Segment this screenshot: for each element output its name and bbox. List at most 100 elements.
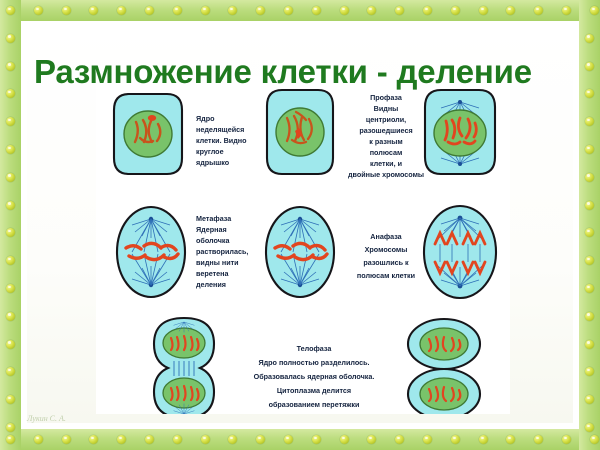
svg-text:Видны: Видны (374, 104, 399, 113)
border-bead-top (450, 6, 460, 15)
svg-text:полюсам: полюсам (370, 148, 403, 157)
svg-text:Ядро полностью разделилось.: Ядро полностью разделилось. (258, 358, 369, 367)
border-bead-bottom (534, 435, 544, 444)
border-bead-top (200, 6, 210, 15)
border-bead-bottom (395, 435, 405, 444)
svg-text:круглое: круглое (196, 147, 224, 156)
border-bead-bottom (200, 435, 210, 444)
svg-text:разошедшиеся: разошедшиеся (359, 126, 412, 135)
border-bead-top (311, 6, 321, 15)
border-bead-top (89, 6, 99, 15)
border-bead-top (284, 6, 293, 15)
border-bead-right (585, 172, 594, 182)
svg-text:видны нити: видны нити (196, 258, 239, 267)
border-bead-right (585, 311, 594, 321)
border-bead-bottom (284, 435, 293, 444)
border-bead-bottom (61, 435, 71, 444)
svg-text:Цитоплазма делится: Цитоплазма делится (277, 386, 351, 395)
caption-anaphase: Анафаза Хромосомы разошлись к полюсам кл… (357, 232, 415, 280)
border-bead-bottom (6, 435, 15, 444)
border-bead-left (6, 339, 15, 349)
svg-text:Образовалась ядерная оболочка.: Образовалась ядерная оболочка. (254, 372, 375, 381)
border-bead-right (585, 423, 594, 432)
border-bead-left (6, 172, 15, 182)
svg-text:образованием перетяжки: образованием перетяжки (269, 400, 360, 409)
border-bead-top (6, 6, 15, 15)
mitosis-diagram: Ядро неделящейся клетки. Видно круглое я… (96, 76, 510, 414)
border-bead-right (585, 339, 594, 349)
border-bead-left (6, 89, 15, 99)
svg-text:к разным: к разным (369, 137, 402, 146)
border-bead-left (6, 284, 15, 293)
border-bead-left (6, 256, 15, 266)
border-bead-bottom (172, 435, 182, 444)
border-bead-right (585, 256, 594, 266)
svg-text:двойные хромосомы: двойные хромосомы (348, 170, 424, 179)
border-bead-right (585, 33, 594, 43)
daughter-cells-figure (406, 317, 482, 414)
border-band-bottom (0, 429, 600, 450)
metaphase-cell-right-figure (264, 205, 336, 299)
telophase-cell-figure (152, 316, 216, 414)
border-bead-left (6, 200, 15, 210)
border-bead-top (478, 6, 488, 15)
border-bead-bottom (256, 435, 266, 444)
border-bead-bottom (145, 435, 154, 444)
caption-metaphase: Метафаза Ядерная оболочка растворилась, … (196, 214, 248, 289)
svg-text:Телофаза: Телофаза (297, 344, 333, 353)
border-bead-bottom (89, 435, 99, 444)
border-bead-bottom (562, 435, 571, 444)
svg-text:клетки, и: клетки, и (370, 159, 402, 168)
svg-text:Хромосомы: Хромосомы (365, 245, 408, 254)
border-bead-top (395, 6, 405, 15)
border-bead-left (6, 61, 15, 71)
border-bead-top (423, 6, 432, 15)
border-bead-top (256, 6, 266, 15)
border-band-left (0, 0, 21, 450)
border-bead-right (585, 61, 594, 71)
caption-telophase: Телофаза Ядро полностью разделилось. Обр… (254, 344, 375, 409)
caption-interphase: Ядро неделящейся клетки. Видно круглое я… (196, 114, 247, 167)
early-prophase-cell-figure (265, 88, 335, 176)
page-title: Размножение клетки - деление (34, 53, 532, 91)
svg-text:растворилась,: растворилась, (196, 247, 248, 256)
border-bead-left (6, 117, 15, 127)
border-bead-left (6, 367, 15, 377)
caption-prophase: Профаза Видны центриоли, разошедшиеся к … (348, 93, 424, 179)
svg-text:ядрышко: ядрышко (196, 158, 230, 167)
interphase-cell-figure (112, 92, 184, 176)
border-bead-bottom (33, 435, 43, 444)
border-bead-top (145, 6, 154, 15)
border-bead-right (585, 89, 594, 99)
svg-text:Профаза: Профаза (370, 93, 403, 102)
border-bead-top (367, 6, 377, 15)
border-bead-bottom (367, 435, 377, 444)
border-bead-top (61, 6, 71, 15)
border-bead-top (117, 6, 127, 15)
svg-text:Ядерная: Ядерная (196, 225, 227, 234)
border-bead-bottom (589, 435, 599, 444)
border-bead-bottom (228, 435, 238, 444)
border-bead-right (585, 367, 594, 377)
border-bead-top (589, 6, 599, 15)
border-bead-left (6, 228, 15, 238)
border-bead-right (585, 117, 594, 127)
border-bead-top (228, 6, 238, 15)
border-bead-bottom (478, 435, 488, 444)
border-bead-top (562, 6, 571, 15)
svg-text:веретена: веретена (196, 269, 229, 278)
border-bead-top (339, 6, 349, 15)
svg-text:деления: деления (196, 280, 226, 289)
border-bead-bottom (423, 435, 432, 444)
svg-text:клетки. Видно: клетки. Видно (196, 136, 247, 145)
border-bead-bottom (311, 435, 321, 444)
border-bead-right (585, 395, 594, 405)
border-band-top (0, 0, 600, 21)
svg-text:оболочка: оболочка (196, 236, 230, 245)
svg-text:Ядро: Ядро (196, 114, 215, 123)
border-bead-top (506, 6, 516, 15)
border-bead-left (6, 311, 15, 321)
svg-text:Метафаза: Метафаза (196, 214, 232, 223)
border-bead-left (6, 395, 15, 405)
